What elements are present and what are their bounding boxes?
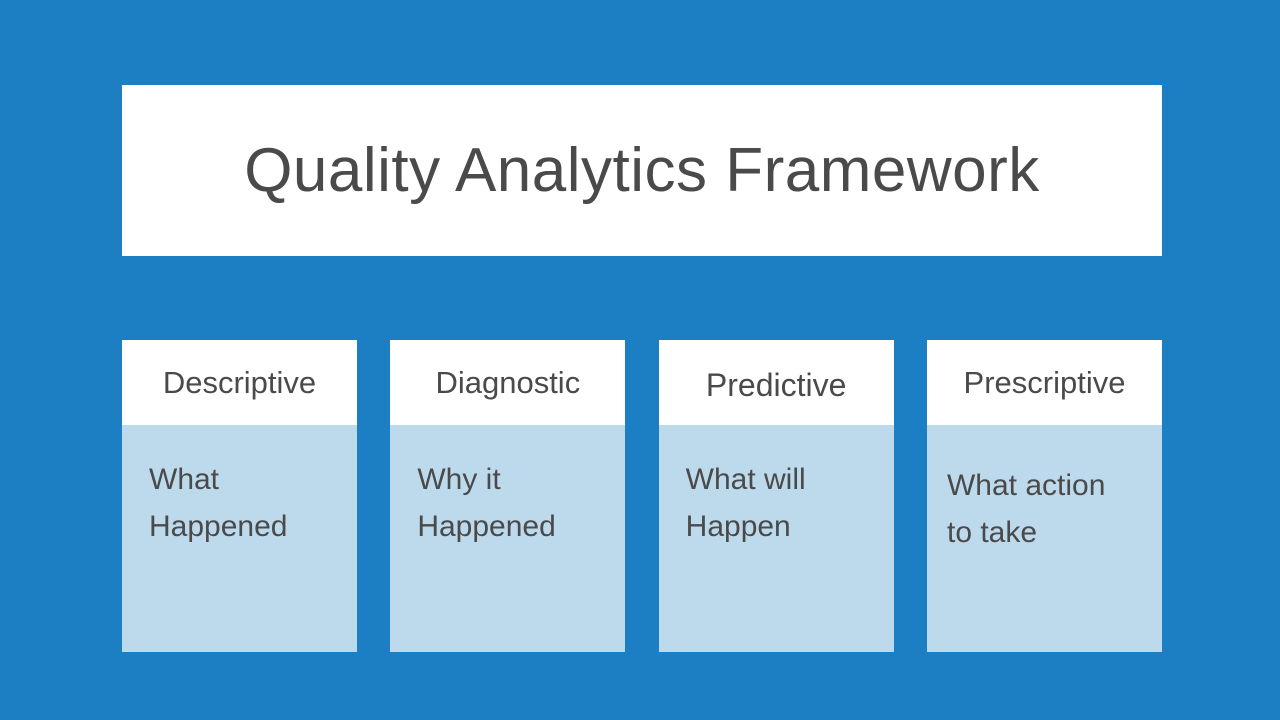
analytics-card-diagnostic[interactable]: Diagnostic Why it Happened — [390, 340, 626, 652]
card-description-diagnostic: Why it Happened — [417, 463, 556, 543]
title-banner: Quality Analytics Framework — [122, 85, 1162, 256]
card-body-diagnostic: Why it Happened — [390, 425, 626, 652]
page-title: Quality Analytics Framework — [244, 135, 1040, 205]
card-body-prescriptive: What action to take — [926, 425, 1162, 652]
card-header-prescriptive: Prescriptive — [926, 340, 1162, 425]
card-title-descriptive: Descriptive — [162, 365, 317, 400]
card-header-predictive: Predictive — [658, 340, 894, 425]
card-description-descriptive: What Happened — [149, 463, 288, 543]
card-header-diagnostic: Diagnostic — [390, 340, 626, 425]
card-header-descriptive: Descriptive — [122, 340, 357, 425]
card-body-predictive: What will Happen — [658, 425, 894, 652]
card-title-diagnostic: Diagnostic — [435, 365, 581, 400]
analytics-card-predictive[interactable]: Predictive What will Happen — [658, 340, 894, 652]
card-title-predictive: Predictive — [705, 366, 847, 403]
card-description-prescriptive: What action to take — [946, 469, 1106, 549]
card-body-descriptive: What Happened — [122, 425, 357, 652]
analytics-cards-row: Descriptive What Happened Diagnostic Why… — [122, 340, 1162, 652]
card-title-prescriptive: Prescriptive — [963, 365, 1126, 400]
analytics-card-descriptive[interactable]: Descriptive What Happened — [122, 340, 357, 652]
card-description-predictive: What will Happen — [685, 463, 806, 543]
analytics-card-prescriptive[interactable]: Prescriptive What action to take — [926, 340, 1162, 652]
